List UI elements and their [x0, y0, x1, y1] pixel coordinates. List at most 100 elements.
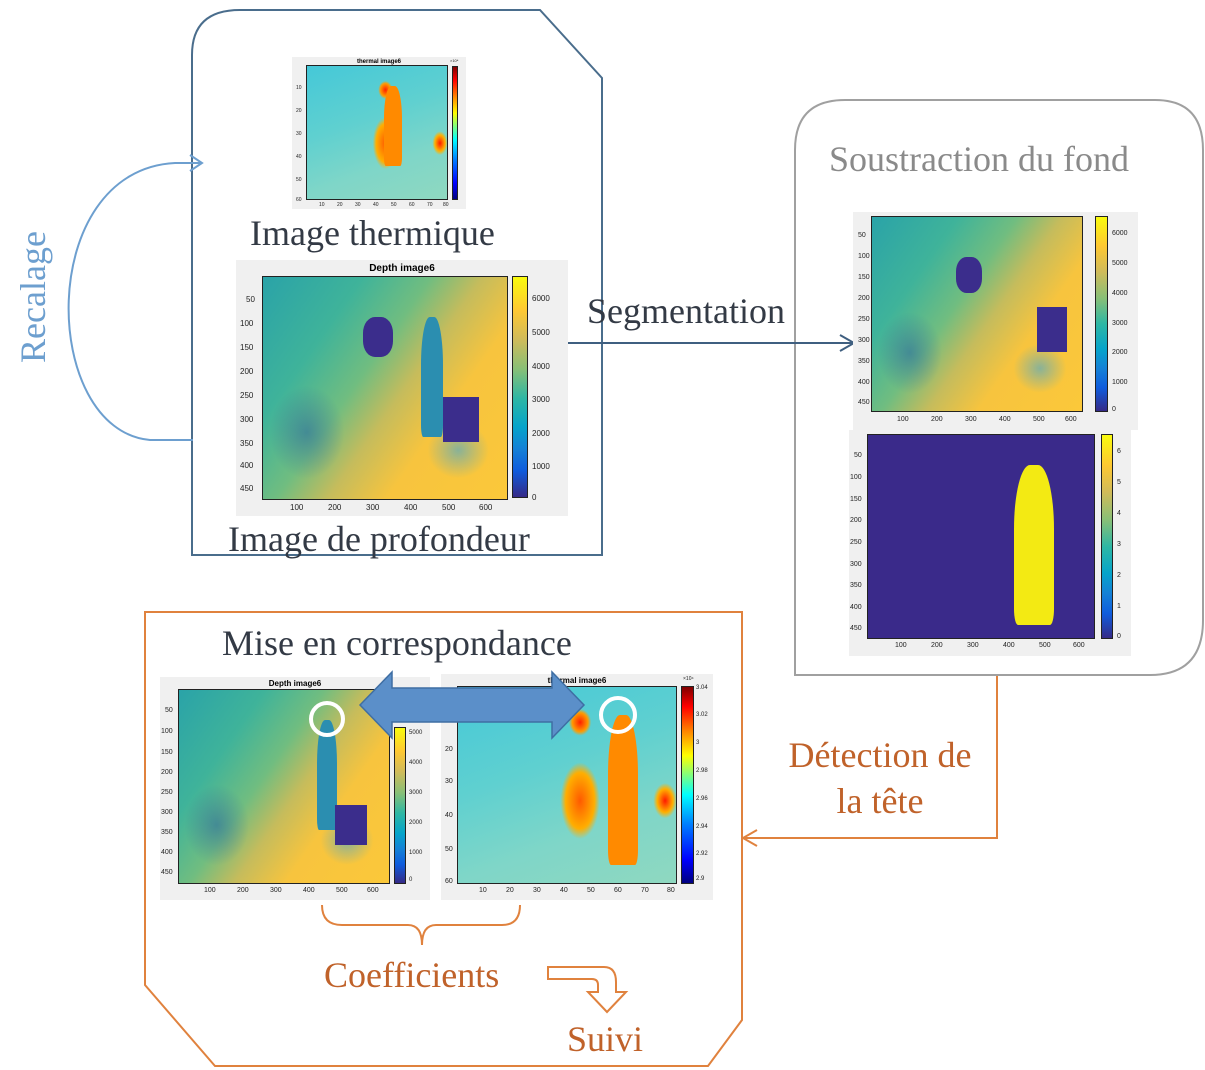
colorbar-tick: 2000 [1112, 349, 1128, 356]
segmentation-label: Segmentation [587, 291, 785, 331]
colorbar-exponent: ×10⁴ [683, 676, 694, 682]
y-tick: 50 [854, 452, 862, 459]
colorbar-tick: 2.92 [696, 851, 708, 857]
y-tick: 200 [161, 769, 173, 776]
colorbar-tick: 5 [1117, 479, 1121, 486]
colorbar-tick: 1 [1117, 603, 1121, 610]
y-tick: 450 [240, 484, 254, 493]
y-tick: 30 [445, 778, 453, 785]
head-detection-line1: Détection de [788, 735, 972, 775]
person-silhouette [608, 715, 638, 865]
matching-frame [144, 611, 743, 1067]
y-tick: 150 [161, 749, 173, 756]
x-tick: 70 [427, 202, 433, 208]
matching-title: Mise en correspondance [222, 623, 572, 663]
segmentation-mask-axes [867, 434, 1095, 639]
y-tick: 50 [165, 707, 173, 714]
x-tick: 500 [442, 503, 456, 512]
y-tick: 450 [161, 869, 173, 876]
person-silhouette [421, 317, 443, 437]
x-tick: 60 [614, 887, 622, 894]
registration-frame [191, 9, 603, 556]
y-tick: 400 [850, 604, 862, 611]
x-tick: 200 [931, 416, 943, 423]
coefficients-bracket [321, 904, 521, 946]
y-tick: 300 [850, 561, 862, 568]
colorbar-tick: 5000 [1112, 260, 1128, 267]
x-tick: 500 [1033, 416, 1045, 423]
x-tick: 70 [641, 887, 649, 894]
x-tick: 300 [366, 503, 380, 512]
dark-region [956, 257, 982, 293]
colorbar-tick: 3000 [1112, 320, 1128, 327]
plot-title: thermal image6 [356, 59, 402, 65]
depth-image-plot: Depth image6 50 100 150 200 250 300 350 … [236, 260, 568, 516]
thermal-image-caption: Image thermique [250, 213, 495, 253]
colorbar-tick: 3.04 [696, 685, 708, 691]
depth-image-bottom-plot: Depth image6 50 100 150 200 250 300 350 … [160, 677, 430, 900]
colorbar-tick: 0 [532, 493, 537, 502]
y-tick: 300 [161, 809, 173, 816]
head-detection-label: Détection de la tête [760, 732, 1000, 824]
x-tick: 600 [479, 503, 493, 512]
y-tick: 400 [240, 461, 254, 470]
x-tick: 10 [479, 887, 487, 894]
suivi-label: Suivi [567, 1019, 644, 1059]
x-tick: 100 [204, 887, 216, 894]
colorbar-tick: 2.94 [696, 824, 708, 830]
colorbar-tick: 4 [1117, 510, 1121, 517]
x-tick: 10 [319, 202, 325, 208]
x-tick: 20 [337, 202, 343, 208]
coefficients-label: Coefficients [324, 955, 500, 995]
depth-image-caption: Image de profondeur [228, 519, 530, 559]
y-tick: 30 [296, 131, 302, 137]
y-tick: 450 [850, 625, 862, 632]
y-tick: 60 [445, 878, 453, 885]
y-tick: 350 [858, 358, 870, 365]
x-tick: 300 [965, 416, 977, 423]
y-tick: 400 [161, 849, 173, 856]
y-tick: 50 [858, 232, 866, 239]
person-mask [1014, 465, 1054, 625]
person-silhouette [317, 720, 337, 830]
colorbar-tick: 3 [696, 740, 700, 746]
detection-arrowhead [740, 829, 758, 847]
colorbar-tick: 3000 [409, 790, 423, 796]
y-tick: 100 [161, 728, 173, 735]
x-tick: 60 [409, 202, 415, 208]
segmentation-mask-plot: 50 100 150 200 250 300 350 400 450 100 2… [849, 430, 1131, 656]
x-tick: 30 [533, 887, 541, 894]
x-tick: 400 [404, 503, 418, 512]
x-tick: 20 [506, 887, 514, 894]
colorbar-exponent: ×10⁴ [450, 58, 459, 63]
colorbar-tick: 4000 [1112, 290, 1128, 297]
colorbar-tick: 2.98 [696, 768, 708, 774]
colorbar-tick: 5000 [532, 328, 550, 337]
colorbar-tick: 3.02 [696, 712, 708, 718]
y-tick: 100 [240, 319, 254, 328]
dark-region [443, 397, 479, 442]
y-tick: 300 [240, 415, 254, 424]
background-subtracted-axes [871, 216, 1083, 412]
y-tick: 350 [161, 829, 173, 836]
x-tick: 100 [290, 503, 304, 512]
background-subtraction-frame [794, 99, 1204, 676]
colorbar-tick: 0 [1117, 633, 1121, 640]
thermal-image-axes [306, 65, 448, 200]
x-tick: 50 [391, 202, 397, 208]
plot-title: Depth image6 [369, 263, 435, 274]
y-tick: 40 [445, 812, 453, 819]
y-tick: 200 [858, 295, 870, 302]
x-tick: 600 [1065, 416, 1077, 423]
head-detection-line2: la tête [836, 781, 924, 821]
colorbar [394, 727, 406, 884]
colorbar [1095, 216, 1108, 412]
detection-arrow [745, 676, 998, 839]
x-tick: 80 [443, 202, 449, 208]
x-tick: 500 [336, 887, 348, 894]
colorbar-tick: 6 [1117, 448, 1121, 455]
x-tick: 300 [967, 642, 979, 649]
y-tick: 60 [296, 197, 302, 203]
y-tick: 20 [445, 746, 453, 753]
